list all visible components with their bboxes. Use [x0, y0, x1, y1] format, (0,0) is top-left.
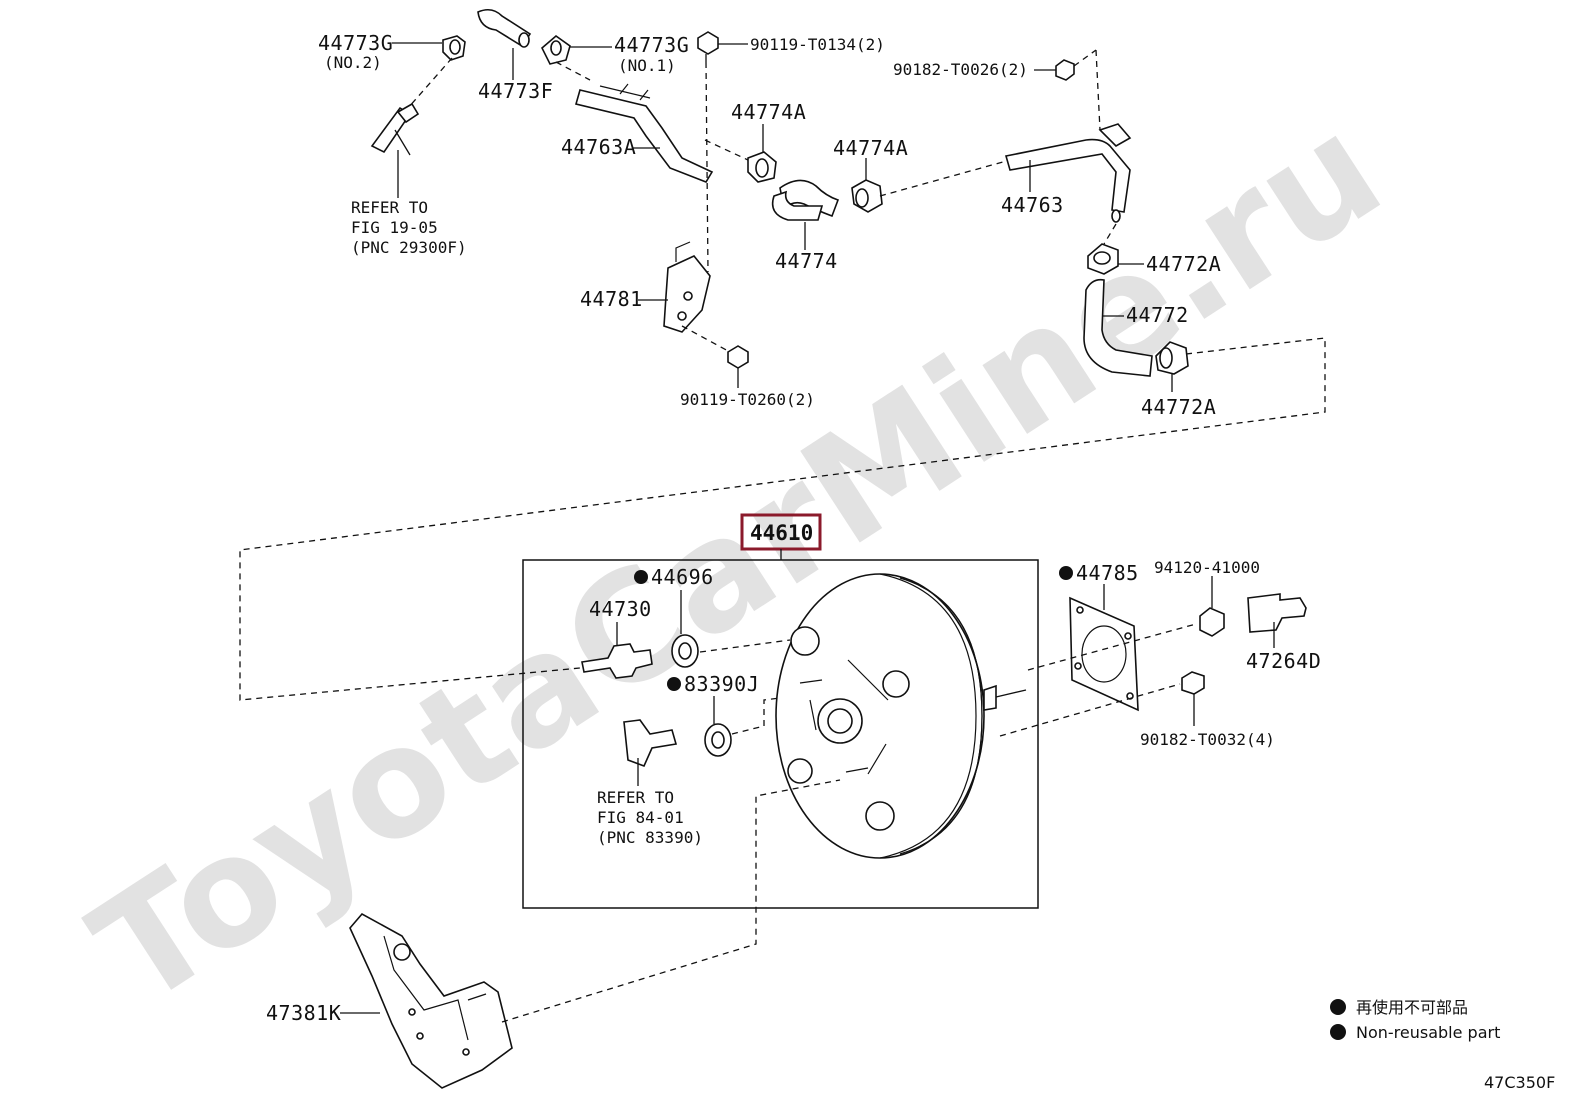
dash-gasket-1 [1027, 623, 1197, 671]
label-44696: 44696 [651, 565, 714, 589]
grommet-44696 [671, 634, 699, 668]
dash-90119-t0134 [705, 61, 709, 273]
dash-booster-port [699, 639, 791, 653]
clip-44773g-no1 [541, 34, 571, 65]
vacuum-valve-fig19 [370, 102, 420, 156]
label-44772a-2: 44772A [1141, 395, 1216, 419]
label-94120-41000: 94120-41000 [1154, 558, 1260, 577]
dash-44763 [1103, 223, 1117, 245]
dash-44774a-1 [704, 139, 749, 161]
label-44774a-1: 44774A [731, 100, 806, 124]
refer1-line2: FIG 19-05 [351, 218, 438, 237]
refer1-line3: (PNC 29300F) [351, 238, 467, 257]
legend-dot-en [1330, 1024, 1346, 1040]
dash-90182-2 [1095, 49, 1101, 131]
label-44773g-no2: 44773G [318, 31, 393, 55]
label-44772: 44772 [1126, 303, 1189, 327]
grommet-83390j [704, 723, 732, 757]
label-44773g-no2-sub: (NO.2) [324, 53, 382, 72]
bracket-44781 [663, 241, 711, 333]
dash-44781 [681, 325, 731, 353]
brake-booster-body [775, 573, 1027, 859]
label-44772a-1: 44772A [1146, 252, 1221, 276]
clip-44773g-no2 [442, 35, 466, 61]
legend-jp: 再使用不可部品 [1356, 998, 1468, 1017]
figure-id: 47C350F [1484, 1073, 1555, 1092]
dash-83390j [731, 697, 781, 735]
fitting-44730 [581, 643, 653, 679]
clip-44772a-1 [1087, 243, 1119, 275]
tube-44763 [1004, 123, 1132, 223]
bolt-90119-t0260 [727, 345, 749, 369]
assembly-box-44610 [522, 559, 1039, 909]
dash-44773g-no2 [407, 57, 453, 109]
label-44774a-2: 44774A [833, 136, 908, 160]
dash-47381k [501, 779, 841, 1023]
label-90119-t0260: 90119-T0260(2) [680, 390, 815, 409]
nonreusable-dot-83390j [667, 677, 681, 691]
clip-44772a-2 [1155, 341, 1189, 375]
bolt-90119-t0134 [697, 31, 719, 62]
label-83390j: 83390J [684, 672, 759, 696]
hose-44774 [771, 179, 840, 221]
label-47381k: 47381K [266, 1001, 341, 1025]
label-90182-t0032: 90182-T0032(4) [1140, 730, 1275, 749]
tube-44763a [575, 83, 714, 183]
dash-90182-1 [1073, 49, 1097, 67]
bracket-47264d [1247, 593, 1307, 633]
label-44763: 44763 [1001, 193, 1064, 217]
gasket-44785 [1069, 596, 1139, 712]
label-44774: 44774 [775, 249, 838, 273]
legend-dot-jp [1330, 999, 1346, 1015]
clip-44774a-2 [851, 179, 883, 213]
refer2-line2: FIG 84-01 [597, 808, 684, 827]
label-44773g-no1-sub: (NO.1) [618, 56, 676, 75]
dash-44773g-no1 [555, 61, 591, 81]
label-44781: 44781 [580, 287, 643, 311]
dash-44774a-2 [879, 159, 1011, 197]
label-44610: 44610 [750, 521, 813, 545]
nut-90182-t0026 [1055, 59, 1075, 81]
refer2-line3: (PNC 83390) [597, 828, 703, 847]
label-44773f: 44773F [478, 79, 553, 103]
nonreusable-dot-44696 [634, 570, 648, 584]
label-47264d: 47264D [1246, 649, 1321, 673]
label-44785: 44785 [1076, 561, 1139, 585]
label-90182-t0026: 90182-T0026(2) [893, 60, 1028, 79]
legend-en: Non-reusable part [1356, 1023, 1500, 1042]
hose-44773f [477, 8, 532, 48]
label-44763a: 44763A [561, 135, 636, 159]
dash-gasket-2 [999, 683, 1181, 737]
nut-90182-t0032 [1181, 671, 1205, 695]
hose-44772 [1083, 278, 1153, 377]
label-44773g-no1: 44773G [614, 33, 689, 57]
label-90119-t0134: 90119-T0134(2) [750, 35, 885, 54]
refer2-line1: REFER TO [597, 788, 674, 807]
clip-94120-41000 [1199, 607, 1225, 637]
dash-main-vacuum-route [239, 337, 1326, 701]
bracket-47381k [349, 912, 513, 1089]
label-44730: 44730 [589, 597, 652, 621]
nonreusable-dot-44785 [1059, 566, 1073, 580]
refer1-line1: REFER TO [351, 198, 428, 217]
vacuum-sensor-fig84 [623, 719, 678, 768]
clip-44774a-1 [747, 151, 777, 183]
